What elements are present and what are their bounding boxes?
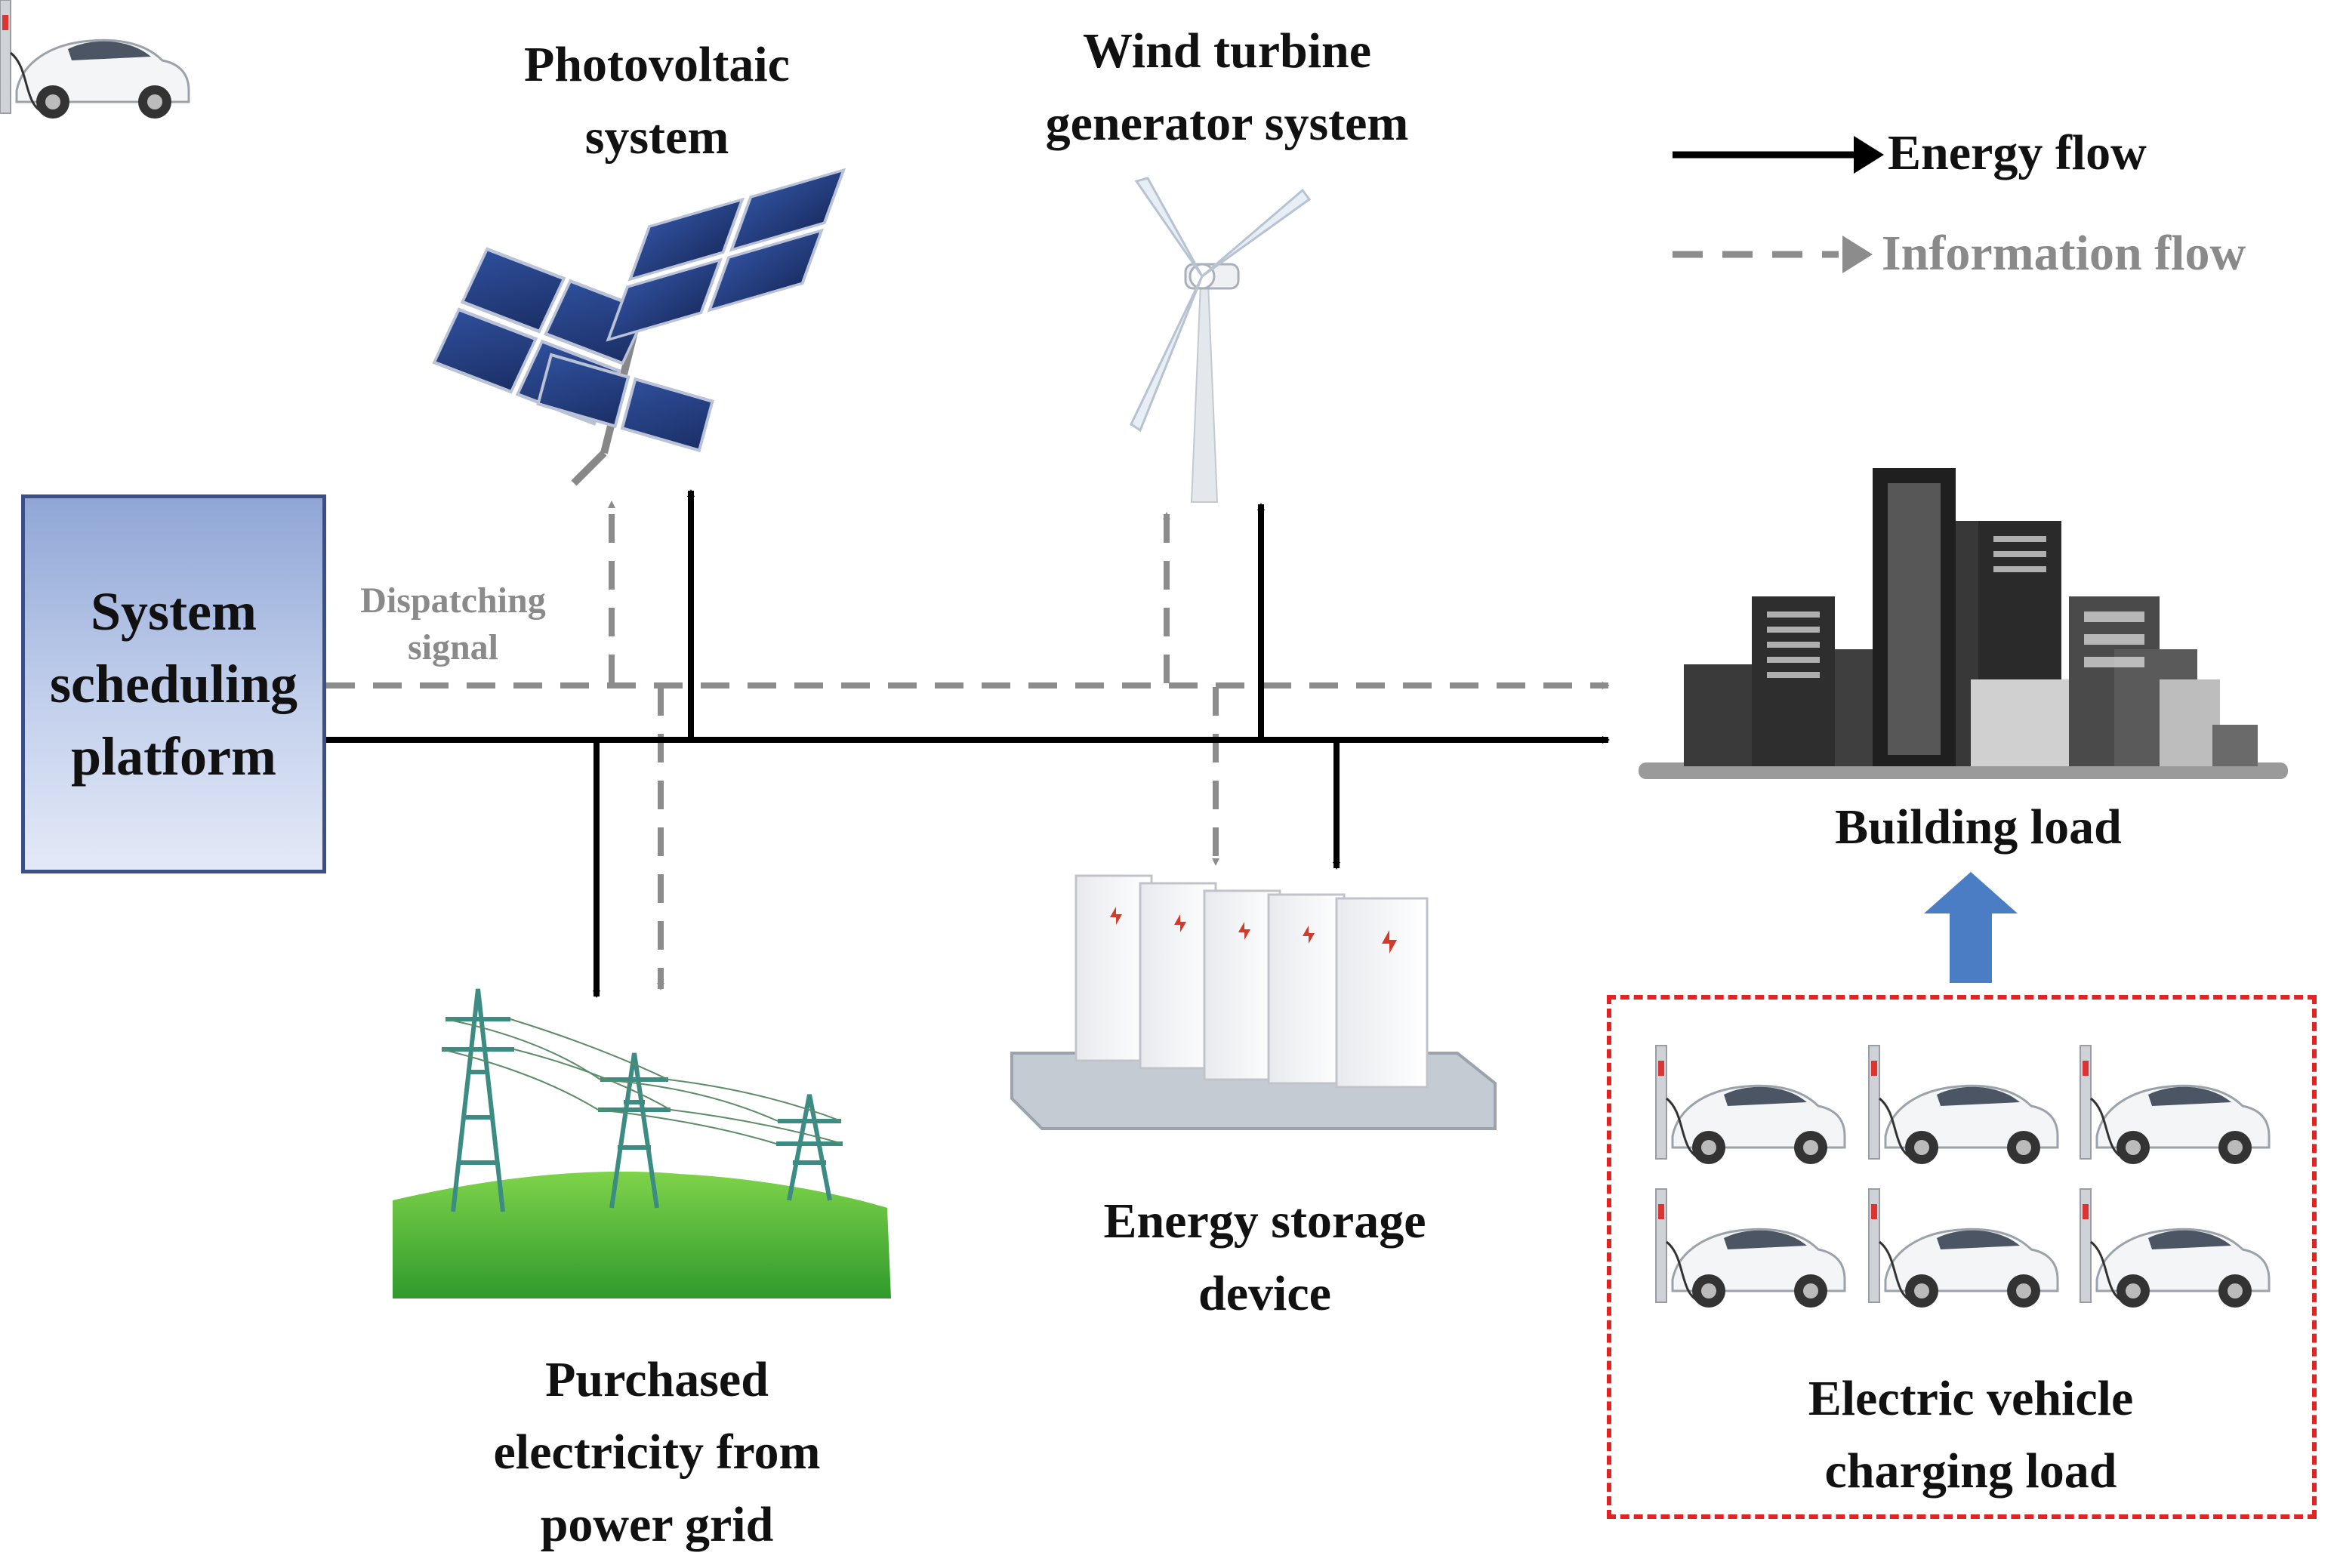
wind-turbine-label-line1: Wind turbine bbox=[1082, 23, 1372, 79]
legend-information-label: Information flow bbox=[1882, 226, 2246, 281]
wind-turbine-label: Wind turbine generator system bbox=[970, 15, 1484, 160]
photovoltaic-label-line1: Photovoltaic bbox=[524, 37, 790, 92]
dispatching-signal-label: Dispatching signal bbox=[360, 581, 546, 667]
photovoltaic-label-line2: system bbox=[584, 109, 729, 165]
building-load-label: Building load bbox=[1835, 799, 2122, 855]
wind-turbine-label-line2: generator system bbox=[1045, 96, 1409, 151]
ev-to-building-arrow bbox=[1924, 872, 2018, 983]
platform-label: System scheduling platform bbox=[49, 581, 298, 787]
power-grid-label: Purchased electricity from power grid bbox=[493, 1352, 821, 1552]
system-scheduling-platform: System scheduling platform bbox=[21, 494, 326, 873]
energy-flow-lines bbox=[326, 489, 1610, 998]
city-buildings-icon bbox=[1639, 468, 2288, 779]
legend-information-arrowhead bbox=[1842, 236, 1873, 273]
power-grid-icon bbox=[393, 988, 891, 1298]
solar-panel-icon bbox=[432, 168, 846, 486]
photovoltaic-label: Photovoltaic system bbox=[453, 29, 861, 174]
legend-energy-arrowhead bbox=[1854, 136, 1884, 174]
electric-car-charger-icon bbox=[0, 0, 2271, 1309]
legend bbox=[1673, 136, 1884, 273]
ev-charging-load-box bbox=[1607, 995, 2317, 1519]
battery-storage-icon bbox=[1010, 874, 1497, 1130]
ev-charging-label: Electric vehicle charging load bbox=[1808, 1371, 2134, 1499]
energy-storage-label: Energy storage device bbox=[1103, 1194, 1426, 1321]
legend-energy-label: Energy flow bbox=[1888, 125, 2147, 180]
wind-turbine-icon bbox=[1130, 177, 1312, 503]
